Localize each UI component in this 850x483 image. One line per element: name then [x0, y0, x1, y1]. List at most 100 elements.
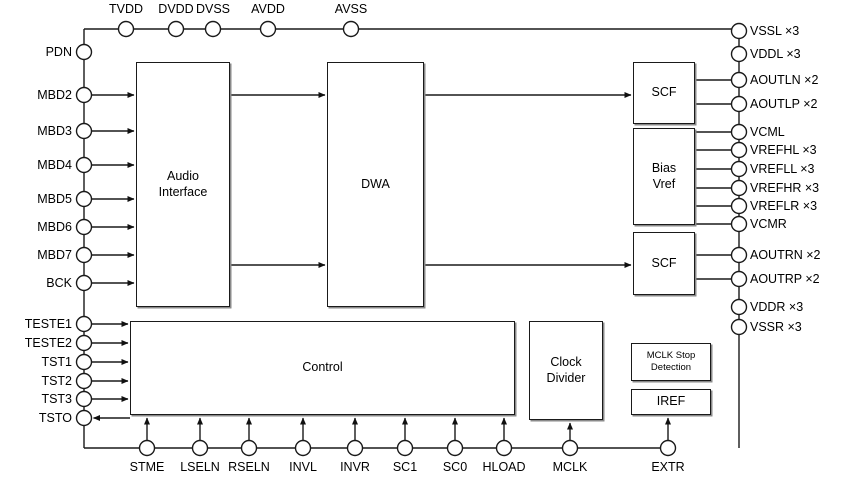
block-label: MCLK Stop	[646, 350, 696, 362]
pin-label-bck: BCK	[46, 276, 72, 290]
pin-label-tsto: TSTO	[38, 411, 72, 425]
block-dwa: DWA	[327, 62, 424, 307]
pin-teste2[interactable]	[75, 334, 93, 352]
pin-avdd[interactable]	[259, 20, 277, 38]
pin-mbd2[interactable]	[75, 86, 93, 104]
pin-vrefhl[interactable]	[730, 141, 748, 159]
pin-label-invl: INVL	[289, 460, 317, 474]
pin-mclk[interactable]	[561, 439, 579, 457]
block-label: Detection	[650, 362, 692, 373]
pin-mbd3[interactable]	[75, 122, 93, 140]
pin-label-vrefhr: VREFHR ×3	[750, 181, 820, 195]
pin-label-extr: EXTR	[651, 460, 685, 474]
pin-label-sc0: SC0	[442, 460, 468, 474]
pin-label-tst2: TST2	[41, 374, 72, 388]
pin-label-hload: HLOAD	[482, 460, 526, 474]
pin-label-rseln: RSELN	[228, 460, 270, 474]
pin-label-stme: STME	[129, 460, 165, 474]
block-label: Audio	[167, 169, 199, 184]
pin-tst2[interactable]	[75, 372, 93, 390]
pin-label-avdd: AVDD	[251, 2, 285, 16]
pin-vrefhr[interactable]	[730, 179, 748, 197]
pin-vssr[interactable]	[730, 318, 748, 336]
pin-label-vddr: VDDR ×3	[750, 300, 804, 314]
block-label: IREF	[656, 394, 686, 409]
pin-label-dvdd: DVDD	[158, 2, 194, 16]
pin-label-dvss: DVSS	[195, 2, 231, 16]
pin-hload[interactable]	[495, 439, 513, 457]
block-iref: IREF	[631, 389, 711, 415]
pin-tst1[interactable]	[75, 353, 93, 371]
pin-label-aoutrp: AOUTRP ×2	[750, 272, 820, 286]
pin-tst3[interactable]	[75, 390, 93, 408]
block-label: Divider	[546, 370, 586, 385]
pin-label-aoutln: AOUTLN ×2	[750, 73, 819, 87]
block-label: SCF	[651, 85, 677, 100]
pin-label-vcmr: VCMR	[750, 217, 787, 231]
pin-vcml[interactable]	[730, 123, 748, 141]
pin-label-mbd4: MBD4	[37, 158, 72, 172]
pin-dvdd[interactable]	[167, 20, 185, 38]
pin-mbd5[interactable]	[75, 190, 93, 208]
pin-vddr[interactable]	[730, 298, 748, 316]
pin-label-vrefhl: VREFHL ×3	[750, 143, 817, 157]
pin-aoutln[interactable]	[730, 71, 748, 89]
pin-pdn[interactable]	[75, 43, 93, 61]
pin-vssl[interactable]	[730, 22, 748, 40]
pin-invr[interactable]	[346, 439, 364, 457]
pin-rseln[interactable]	[240, 439, 258, 457]
pin-aoutrp[interactable]	[730, 270, 748, 288]
pin-label-vddl: VDDL ×3	[750, 47, 801, 61]
pin-mbd7[interactable]	[75, 246, 93, 264]
pin-avss[interactable]	[342, 20, 360, 38]
pin-label-mclk: MCLK	[552, 460, 588, 474]
block-label: Vref	[652, 176, 676, 191]
pin-label-invr: INVR	[340, 460, 370, 474]
pin-vreflr[interactable]	[730, 197, 748, 215]
pin-label-mbd2: MBD2	[37, 88, 72, 102]
pin-lseln[interactable]	[191, 439, 209, 457]
pin-sc1[interactable]	[396, 439, 414, 457]
pin-aoutrn[interactable]	[730, 246, 748, 264]
block-scf-top: SCF	[633, 62, 695, 124]
pin-tvdd[interactable]	[117, 20, 135, 38]
block-label: SCF	[651, 255, 677, 270]
pin-label-mbd3: MBD3	[37, 124, 72, 138]
pin-dvss[interactable]	[204, 20, 222, 38]
block-label: Bias	[651, 161, 677, 176]
pin-label-tst3: TST3	[41, 392, 72, 406]
pin-extr[interactable]	[659, 439, 677, 457]
pin-bck[interactable]	[75, 274, 93, 292]
pin-mbd6[interactable]	[75, 218, 93, 236]
pin-vcmr[interactable]	[730, 215, 748, 233]
pin-vrefll[interactable]	[730, 160, 748, 178]
pin-label-vcml: VCML	[750, 125, 785, 139]
pin-label-teste1: TESTE1	[24, 317, 72, 331]
pin-mbd4[interactable]	[75, 156, 93, 174]
pin-label-vreflr: VREFLR ×3	[750, 199, 818, 213]
pin-label-teste2: TESTE2	[24, 336, 72, 350]
pin-sc0[interactable]	[446, 439, 464, 457]
pin-stme[interactable]	[138, 439, 156, 457]
pin-teste1[interactable]	[75, 315, 93, 333]
pin-label-tvdd: TVDD	[108, 2, 144, 16]
pin-label-aoutrn: AOUTRN ×2	[750, 248, 821, 262]
pin-vddl[interactable]	[730, 45, 748, 63]
pin-label-mbd5: MBD5	[37, 192, 72, 206]
pin-invl[interactable]	[294, 439, 312, 457]
block-scf-bottom: SCF	[633, 232, 695, 295]
pin-label-mbd6: MBD6	[37, 220, 72, 234]
pin-label-aoutlp: AOUTLP ×2	[750, 97, 818, 111]
pin-label-lseln: LSELN	[180, 460, 220, 474]
pin-label-avss: AVSS	[334, 2, 368, 16]
pin-label-mbd7: MBD7	[37, 248, 72, 262]
pin-label-vrefll: VREFLL ×3	[750, 162, 815, 176]
pin-label-sc1: SC1	[392, 460, 418, 474]
pin-tsto[interactable]	[75, 409, 93, 427]
pin-aoutlp[interactable]	[730, 95, 748, 113]
